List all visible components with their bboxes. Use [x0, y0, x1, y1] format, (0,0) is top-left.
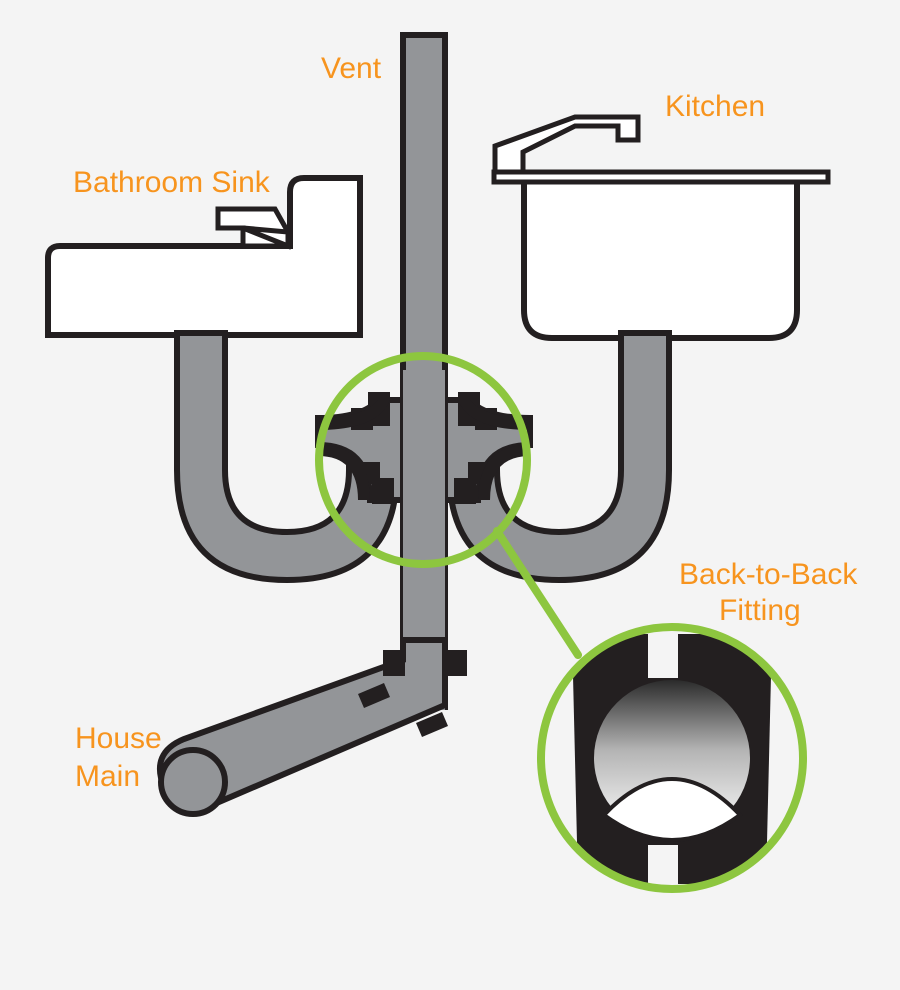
house-main-clamp-low	[416, 712, 448, 737]
label-house-main-line1: House	[75, 722, 162, 755]
house-main-group	[157, 637, 467, 817]
bathroom-sink-group	[45, 175, 363, 338]
detail-baffle	[600, 777, 744, 842]
fitting-stack-edge-right	[445, 370, 448, 710]
fitting-throat-lower-left	[318, 445, 370, 500]
fitting-throat-upper-right	[458, 400, 530, 430]
detail-magnifier-circle[interactable]	[537, 623, 807, 893]
kitchen-sink-rim	[491, 169, 831, 185]
kitchen-sink-faucet	[492, 114, 641, 175]
fitting-stack-edge-left	[400, 370, 403, 710]
detail-top-slot	[648, 627, 678, 678]
kitchen-sink-basin	[521, 174, 800, 341]
fitting-throat-lower-right	[478, 445, 530, 500]
label-kitchen: Kitchen	[665, 90, 765, 123]
house-main-clamps	[358, 650, 467, 737]
house-main-clamp-left	[383, 650, 405, 676]
detail-magnifier-group	[537, 623, 807, 893]
label-back-to-back-line1: Back-to-Back	[679, 558, 858, 591]
fitting-throat-upper-left	[318, 400, 390, 430]
clamp-lower-right-b	[454, 478, 476, 504]
callout-leader-line	[493, 527, 582, 659]
label-house-main-line2: Main	[75, 760, 140, 793]
clamp-lower-left-b	[372, 478, 394, 504]
house-main-clamp-right	[445, 650, 467, 676]
label-back-to-back-line2: Fitting	[719, 594, 801, 627]
label-vent: Vent	[321, 52, 382, 85]
detail-bottom-slot	[648, 845, 678, 889]
label-bathroom-sink: Bathroom Sink	[73, 166, 271, 199]
house-main-clamp-mid	[358, 683, 390, 708]
bathroom-sink-faucet-spout	[242, 225, 291, 250]
fitting-highlight-circle[interactable]	[315, 352, 531, 568]
house-main-end-cap	[158, 747, 228, 817]
bathroom-sink-basin	[45, 175, 363, 338]
kitchen-sink-group	[491, 114, 831, 341]
detail-contents	[541, 627, 803, 889]
